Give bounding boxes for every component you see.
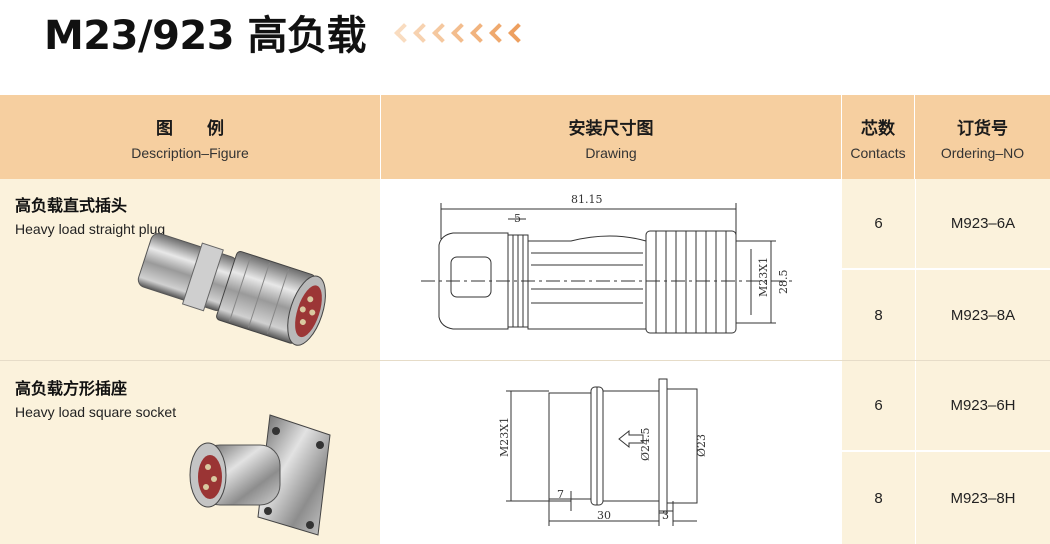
svg-text:Ø24.5: Ø24.5 [639, 427, 652, 461]
square-socket-image [189, 414, 331, 536]
straight-plug-image [137, 233, 326, 346]
drawing-plug: 81.15 5 M23X1 28.5 [381, 179, 841, 360]
chevron-left-icon [485, 23, 504, 42]
header-drawing: 安装尺寸图 Drawing [381, 95, 842, 179]
svg-text:M23X1: M23X1 [498, 417, 511, 457]
plug-technical-drawing: 81.15 5 M23X1 28.5 [421, 193, 796, 334]
svg-text:5: 5 [514, 212, 521, 225]
contacts-cell: 8 [842, 270, 915, 360]
product-name-en: Heavy load square socket [15, 404, 177, 420]
contacts-cell: 8 [842, 452, 915, 544]
contacts-cell: 6 [842, 361, 915, 450]
page-title: M23/923 高负载 [44, 13, 367, 59]
chevron-left-icon [466, 23, 485, 42]
chevron-left-icon [428, 23, 447, 42]
chevron-decoration [390, 23, 523, 42]
order-no-cell: M923–6H [916, 361, 1050, 450]
svg-text:81.15: 81.15 [571, 193, 603, 206]
chevron-left-icon [390, 23, 409, 42]
svg-text:30: 30 [597, 509, 611, 522]
product-name-zh: 高负载方形插座 [15, 379, 128, 398]
svg-text:7: 7 [557, 488, 564, 501]
order-no-cell: M923–6A [916, 179, 1050, 268]
page-title-area: M23/923 高负载 [44, 4, 523, 60]
svg-text:M23X1: M23X1 [757, 257, 770, 297]
contacts-cell: 6 [842, 179, 915, 268]
product-name-zh: 高负载直式插头 [15, 196, 128, 215]
order-no-cell: M923–8H [916, 452, 1050, 544]
header-contacts: 芯数 Contacts [842, 95, 915, 179]
header-ordering: 订货号 Ordering–NO [915, 95, 1050, 179]
svg-text:3: 3 [662, 509, 669, 522]
product-table: 图 例 Description–Figure 安装尺寸图 Drawing 芯数 … [0, 95, 1050, 544]
order-no-cell: M923–8A [916, 270, 1050, 360]
product-name-en: Heavy load straight plug [15, 221, 166, 237]
row-divider [0, 360, 1050, 361]
socket-technical-drawing: M23X1 Ø24.5 Ø23 7 30 3 [498, 378, 708, 526]
product-row-plug: 高负载直式插头 Heavy load straight plug [0, 179, 380, 360]
product-row-socket: 高负载方形插座 Heavy load square socket [0, 361, 380, 544]
chevron-left-icon [447, 23, 466, 42]
svg-text:28.5: 28.5 [777, 270, 790, 295]
svg-text:Ø23: Ø23 [695, 434, 708, 457]
chevron-left-icon [409, 23, 428, 42]
drawing-socket: M23X1 Ø24.5 Ø23 7 30 3 [381, 361, 841, 544]
chevron-left-icon [504, 23, 523, 42]
header-figure: 图 例 Description–Figure [0, 95, 381, 179]
